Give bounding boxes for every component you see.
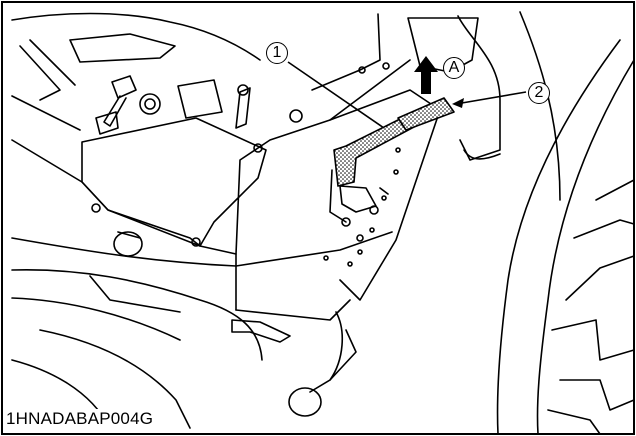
valve-body — [178, 80, 222, 118]
callout-direction-a: A — [443, 57, 465, 79]
round-knob — [114, 232, 142, 256]
seat-outline — [12, 14, 260, 61]
direction-arrow — [414, 56, 438, 94]
seat-panel — [70, 34, 175, 62]
figure-id: 1HNADABAP004G — [4, 409, 155, 429]
lever-knob — [112, 76, 136, 98]
callout-part-1: 1 — [266, 42, 288, 64]
adjuster-knob — [140, 94, 160, 114]
body-edge — [12, 140, 236, 310]
brake-lever-grip — [398, 98, 454, 130]
pedal — [232, 320, 290, 342]
leader-line-2 — [456, 92, 526, 104]
leader-arrowhead-2 — [452, 98, 464, 108]
bottom-knob — [289, 388, 321, 416]
callout-part-2: 2 — [528, 82, 550, 104]
